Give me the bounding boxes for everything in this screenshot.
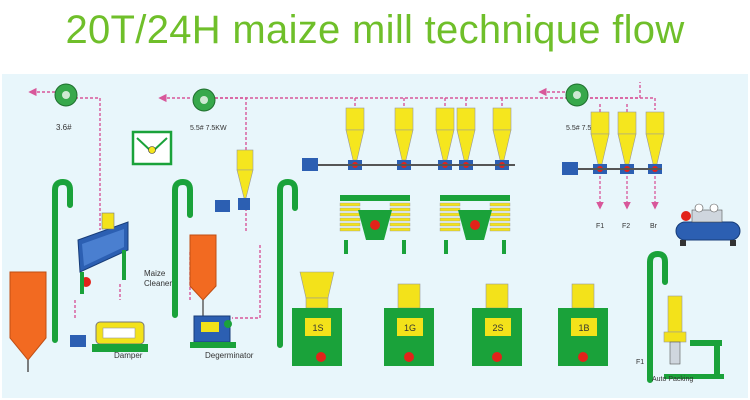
packing-f1-label: F1 xyxy=(636,359,644,366)
cyclone-degerminator xyxy=(215,149,254,212)
roller-1g-label: 1G xyxy=(404,323,416,333)
cyclone-a1 xyxy=(345,107,365,170)
maize-cleaner-label: Maize Cleaner xyxy=(144,269,172,288)
roller-2s-label: 2S xyxy=(492,323,503,333)
cyclone-group-b xyxy=(562,111,665,210)
auto-packing-label: Auto Packing xyxy=(652,376,693,383)
plansifter-1 xyxy=(339,195,411,254)
process-flow-diagram: 3.6# 5.5# 7.5KW 5.5# 7.5KW xyxy=(2,74,748,398)
maize-cleaner-label-line2: Cleaner xyxy=(144,279,172,288)
fan-3 xyxy=(565,83,589,107)
plansifter-2 xyxy=(439,195,511,254)
degerminator-machine xyxy=(190,315,236,348)
output-f2-label: F2 xyxy=(622,223,630,230)
magnetic-separator xyxy=(131,130,173,166)
roller-mill-1g xyxy=(384,283,434,366)
output-f1-label: F1 xyxy=(596,223,604,230)
fan-3-label: 5.5# 7.5KW xyxy=(566,125,603,132)
cyclone-a3 xyxy=(435,107,455,170)
bucket-elevators xyxy=(52,178,668,383)
air-compressor xyxy=(675,203,741,246)
fan-1 xyxy=(54,83,78,107)
roller-mill-1b xyxy=(558,283,608,366)
output-br-label: Br xyxy=(650,223,658,230)
diagram-title: 20T/24H maize mill technique flow xyxy=(65,8,685,52)
cyclone-b1 xyxy=(590,111,610,174)
maize-cleaner xyxy=(77,212,129,294)
cyclone-b2 xyxy=(617,111,637,174)
damper-label: Damper xyxy=(114,351,143,360)
fan-2 xyxy=(192,88,216,112)
roller-1b-label: 1B xyxy=(578,323,589,333)
cyclone-a2 xyxy=(394,107,414,170)
raw-maize-silo xyxy=(9,271,47,372)
cyclone-group-a xyxy=(302,107,515,171)
cyclone-a4 xyxy=(456,107,476,170)
degerminator-label: Degerminator xyxy=(205,351,254,360)
fan-1-label: 3.6# xyxy=(56,123,72,132)
cyclone-a5 xyxy=(492,107,512,170)
roller-1s-label: 1S xyxy=(312,323,323,333)
tempering-silo xyxy=(189,234,217,316)
roller-mill-1s xyxy=(292,271,342,366)
fan-2-label: 5.5# 7.5KW xyxy=(190,125,227,132)
auto-packing-machine xyxy=(663,295,724,379)
damper-machine xyxy=(70,321,148,352)
cyclone-b3 xyxy=(645,111,665,174)
maize-cleaner-label-line1: Maize xyxy=(144,269,166,278)
roller-mill-2s xyxy=(472,283,522,366)
